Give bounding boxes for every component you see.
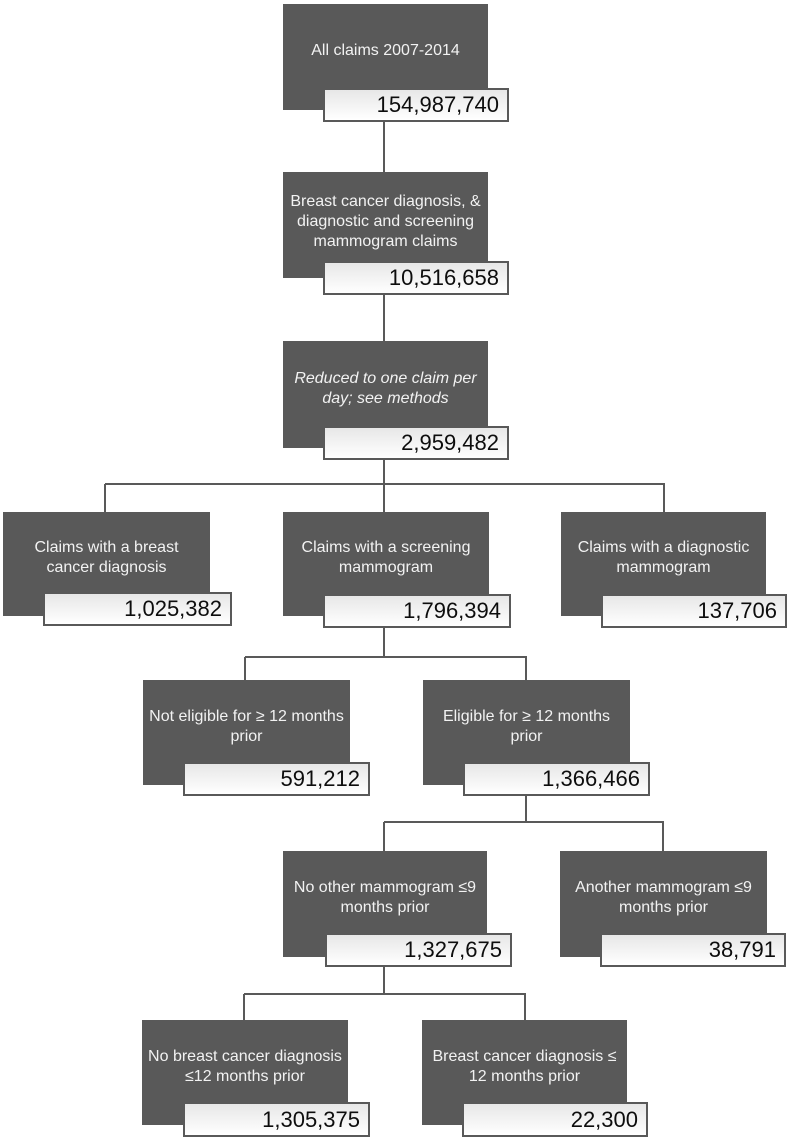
connector-line bbox=[383, 628, 385, 658]
connector-line bbox=[663, 484, 665, 512]
node-label: Breast cancer diagnosis ≤ 12 months prio… bbox=[432, 1047, 617, 1085]
value-reduced-to-one-claim-per-day: 2,959,482 bbox=[323, 426, 509, 460]
value-no-breast-cancer-diagnosis-12-months-prior: 1,305,375 bbox=[183, 1102, 370, 1137]
node-label: Not eligible for ≥ 12 months prior bbox=[149, 707, 344, 745]
connector-line bbox=[384, 821, 664, 823]
connector-line bbox=[104, 484, 106, 512]
connector-line bbox=[525, 796, 527, 823]
node-label: Claims with a breast cancer diagnosis bbox=[34, 539, 179, 576]
node-label: Breast cancer diagnosis, & diagnostic an… bbox=[290, 193, 481, 250]
node-label: Reduced to one claim per day; see method… bbox=[294, 369, 477, 407]
value-no-other-mammogram-9-months-prior: 1,327,675 bbox=[325, 933, 512, 967]
connector-line bbox=[524, 994, 526, 1020]
node-label: No breast cancer diagnosis ≤12 months pr… bbox=[148, 1047, 342, 1085]
connector-line bbox=[105, 483, 665, 485]
value-screening-mammogram-claims: 1,796,394 bbox=[323, 594, 511, 628]
node-label: All claims 2007-2014 bbox=[311, 42, 460, 59]
node-label: Claims with a diagnostic mammogram bbox=[577, 539, 750, 576]
value-breast-cancer-diagnosis-12-months-prior: 22,300 bbox=[462, 1102, 648, 1137]
connector-line bbox=[383, 967, 385, 995]
node-label: Another mammogram ≤9 months prior bbox=[575, 879, 752, 916]
connector-line bbox=[525, 657, 527, 680]
value-breast-cancer-diagnosis-claims: 1,025,382 bbox=[43, 592, 232, 626]
value-eligible-12-months-prior: 1,366,466 bbox=[463, 762, 650, 796]
connector-line bbox=[244, 993, 526, 995]
connector-line bbox=[383, 460, 385, 512]
connector-line bbox=[383, 122, 385, 172]
node-label: Claims with a screening mammogram bbox=[301, 539, 471, 576]
node-breast-cancer-and-mammogram-claims: Breast cancer diagnosis, & diagnostic an… bbox=[283, 172, 488, 278]
node-label: Eligible for ≥ 12 months prior bbox=[442, 707, 611, 745]
connector-line bbox=[243, 994, 245, 1020]
value-diagnostic-mammogram-claims: 137,706 bbox=[601, 594, 787, 628]
value-another-mammogram-9-months-prior: 38,791 bbox=[600, 933, 786, 967]
node-label: No other mammogram ≤9 months prior bbox=[293, 879, 477, 916]
value-not-eligible-12-months-prior: 591,212 bbox=[183, 762, 370, 796]
value-all-claims: 154,987,740 bbox=[323, 88, 509, 122]
value-breast-cancer-and-mammogram-claims: 10,516,658 bbox=[323, 261, 509, 295]
connector-line bbox=[244, 657, 246, 680]
connector-line bbox=[662, 822, 664, 851]
connector-line bbox=[383, 822, 385, 851]
connector-line bbox=[383, 295, 385, 341]
connector-line bbox=[245, 656, 527, 658]
